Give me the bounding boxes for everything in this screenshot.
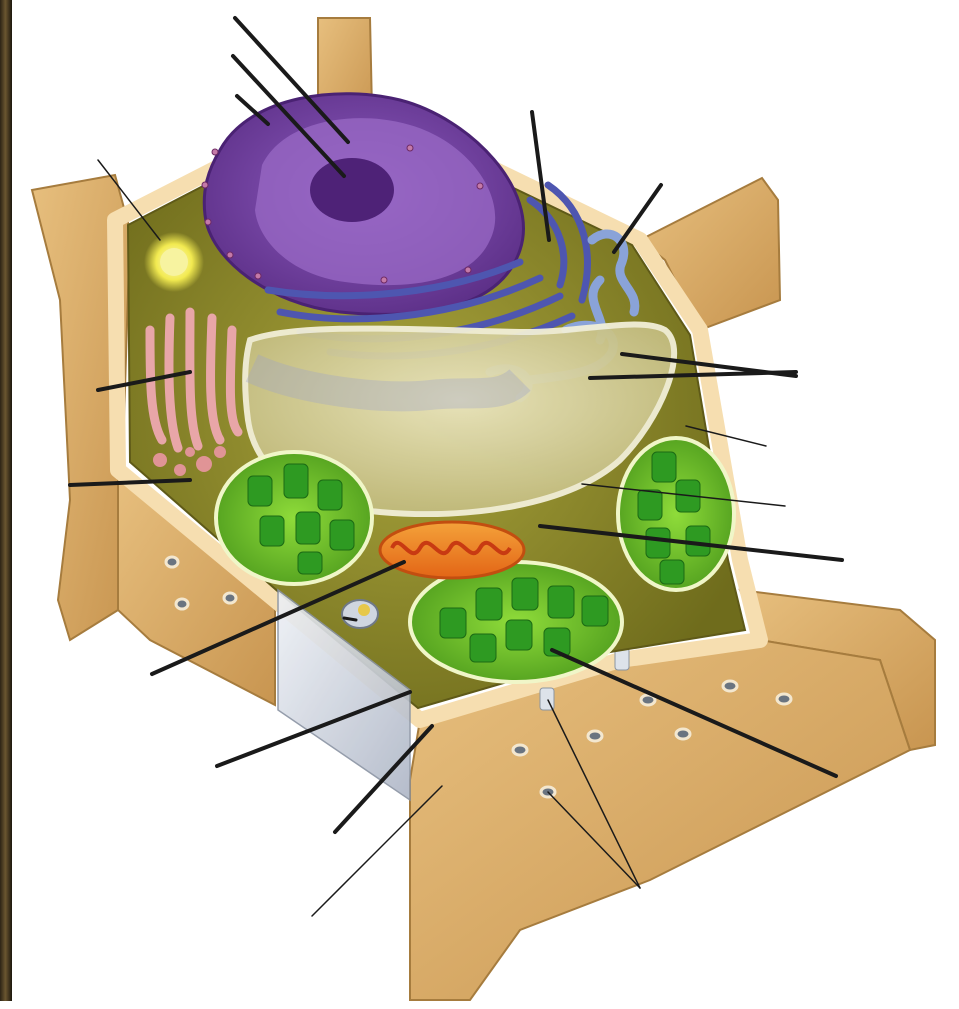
peroxisome bbox=[342, 600, 378, 628]
chloroplast-bottom bbox=[410, 562, 622, 682]
chloroplast-right bbox=[618, 438, 734, 590]
leader-line-peroxisome bbox=[344, 618, 356, 620]
nucleolus bbox=[310, 158, 394, 222]
bottom-frame-strip bbox=[0, 1001, 959, 1009]
chloroplast-left bbox=[216, 452, 372, 584]
mitochondrion bbox=[380, 522, 524, 578]
centrosome-core bbox=[160, 248, 188, 276]
